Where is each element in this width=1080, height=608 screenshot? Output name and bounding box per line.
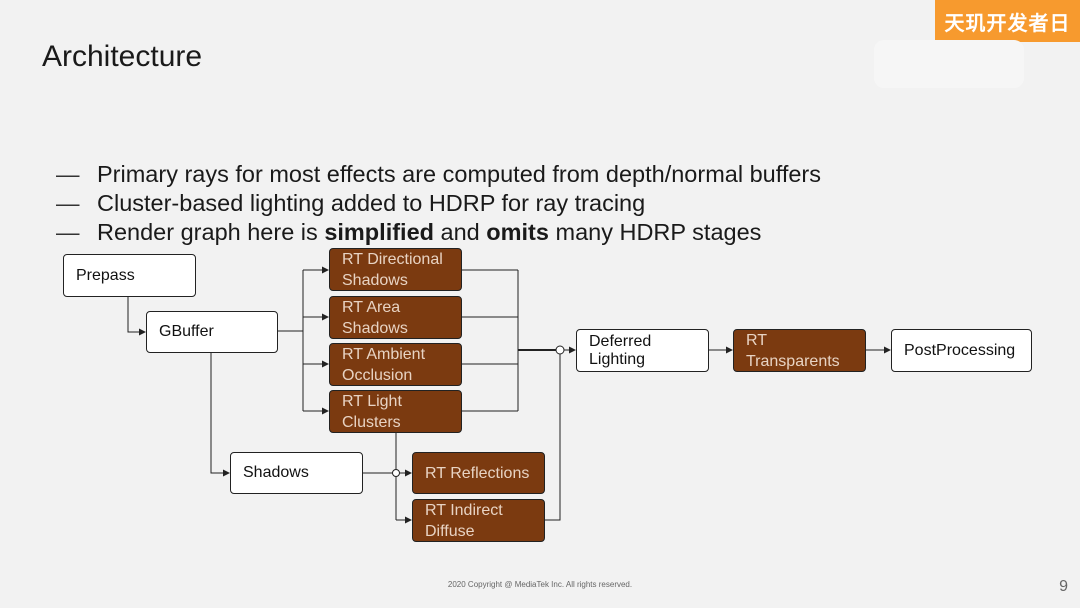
bullet-dash: — xyxy=(56,161,80,187)
bullet-text: Render graph here is simplified and omit… xyxy=(97,219,762,245)
slide-title: Architecture xyxy=(42,40,203,73)
event-badge: 天玑开发者日 xyxy=(935,0,1080,42)
node-rt-area-shadows: RT Area Shadows xyxy=(329,296,462,339)
node-gbuffer: GBuffer xyxy=(146,311,278,353)
node-rt-directional-shadows: RT Directional Shadows xyxy=(329,248,462,291)
node-shadows: Shadows xyxy=(230,452,363,494)
node-rt-light-clusters: RT Light Clusters xyxy=(329,390,462,433)
bullet-dash: — xyxy=(56,190,80,216)
node-prepass: Prepass xyxy=(63,254,196,297)
node-rt-ambient-occlusion: RT Ambient Occlusion xyxy=(329,343,462,386)
page-number: 9 xyxy=(1059,578,1068,595)
bullet-dash: — xyxy=(56,219,80,245)
node-deferred-lighting: Deferred Lighting xyxy=(576,329,709,372)
bullet-text: Cluster-based lighting added to HDRP for… xyxy=(97,190,646,216)
bullet-item: — Render graph here is simplified and omi… xyxy=(56,218,821,247)
bullet-item: — Primary rays for most effects are compu… xyxy=(56,160,821,189)
node-rt-transparents: RT Transparents xyxy=(733,329,866,372)
bullet-text: Primary rays for most effects are comput… xyxy=(97,161,822,187)
bold-text: omits xyxy=(486,219,549,245)
ghost-box xyxy=(874,40,1024,88)
node-rt-indirect-diffuse: RT Indirect Diffuse xyxy=(412,499,545,542)
node-postprocessing: PostProcessing xyxy=(891,329,1032,372)
node-rt-reflections: RT Reflections xyxy=(412,452,545,494)
bold-text: simplified xyxy=(324,219,434,245)
bullet-list: — Primary rays for most effects are compu… xyxy=(56,160,821,247)
copyright-footer: 2020 Copyright @ MediaTek Inc. All right… xyxy=(447,580,633,589)
bullet-item: — Cluster-based lighting added to HDRP fo… xyxy=(56,189,821,218)
